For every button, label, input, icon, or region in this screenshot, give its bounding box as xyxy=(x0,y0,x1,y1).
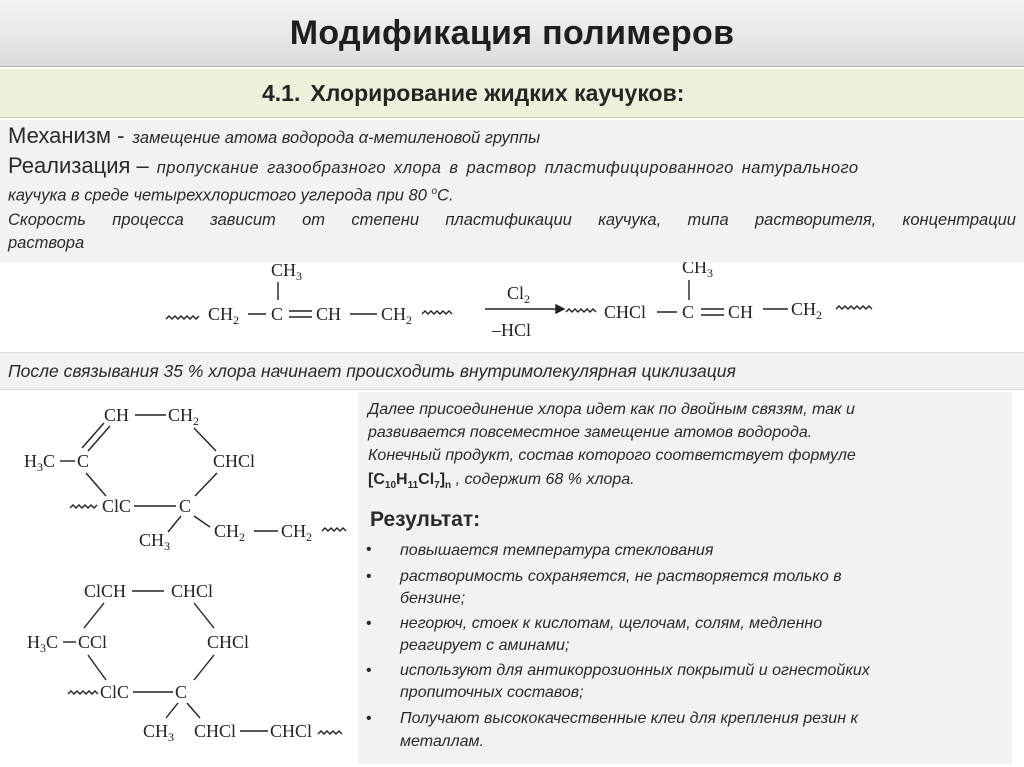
bullet-5-line-2: металлам. xyxy=(400,733,484,750)
cyclized-structures: CH CH2 H3C C CHCl ClC C CH3 CH2 CH2 ClCH… xyxy=(24,405,347,744)
polymer-chain-wavy xyxy=(67,690,99,695)
bond xyxy=(193,427,217,452)
result-heading: Результат: xyxy=(370,508,481,531)
final-formula: [C10H11Cl7]n xyxy=(368,471,452,492)
speed-line-2: раствора xyxy=(8,234,85,252)
polymer-chain-wavy xyxy=(321,527,347,532)
reactant-ch2-right: CH2 xyxy=(381,304,412,327)
reagent-cl2: Cl2 xyxy=(507,283,530,306)
product-ch2: CH2 xyxy=(791,299,822,322)
polymer-chain-wavy-left xyxy=(165,315,200,320)
chlorine-content-text: , содержит 68 % хлора. xyxy=(451,471,635,488)
bond xyxy=(87,654,107,681)
bond xyxy=(85,472,107,497)
bond xyxy=(186,702,201,719)
ring1-c-left: C xyxy=(77,451,89,471)
mechanism-line: Механизм - замещение атома водорода α-мет… xyxy=(8,123,540,149)
bullet-2-line-2: бензине; xyxy=(400,590,466,607)
ring1-chcl: CHCl xyxy=(213,451,255,471)
ring1-ch2a: CH2 xyxy=(214,521,245,544)
ring1-ch2b: CH2 xyxy=(281,521,312,544)
ring2-h3c: H3C xyxy=(27,632,58,655)
panel-text-1: Далее присоединение хлора идет как по дв… xyxy=(368,401,855,418)
ring1-h3c: H3C xyxy=(24,451,55,474)
ring2-ccl: CCl xyxy=(78,632,107,652)
double-bond-a xyxy=(87,425,111,452)
panel-text-3: Конечный продукт, состав которого соотве… xyxy=(368,447,856,464)
ring2-c-bottom: C xyxy=(175,682,187,702)
bond xyxy=(193,602,215,629)
ring2-ch3: CH3 xyxy=(143,721,174,744)
ring2-clch: ClCH xyxy=(84,581,126,601)
cyclization-bar xyxy=(0,352,1024,390)
bullet-marker: • xyxy=(366,568,372,585)
reactant-ch3: CH3 xyxy=(271,262,302,283)
slide-title: Модификация полимеров xyxy=(289,14,735,52)
realization-text-3: С. xyxy=(437,186,454,205)
mechanism-label: Механизм - xyxy=(8,123,125,148)
ring2-clc: ClC xyxy=(100,682,129,702)
bullet-4-line-2: пропиточных составов; xyxy=(400,684,584,701)
bullet-5-line-1: Получают высококачественные клеи для кре… xyxy=(400,710,858,727)
product-c: C xyxy=(682,302,694,322)
title-bar xyxy=(0,0,1024,67)
section-heading: 4.1. Хлорирование жидких каучуков: xyxy=(262,80,684,107)
bullet-marker: • xyxy=(366,541,372,558)
reagent-hcl: –HCl xyxy=(491,320,531,340)
polymer-chain-wavy xyxy=(317,730,343,735)
section-number: 4.1. xyxy=(262,80,301,106)
mechanism-text: замещение атома водорода α-метиленовой г… xyxy=(132,129,541,147)
cyclization-text: После связывания 35 % хлора начинает про… xyxy=(8,361,736,381)
panel-text-2: развивается повсеместное замещение атомо… xyxy=(368,424,813,441)
bullet-1: повышается температура стеклования xyxy=(400,542,714,559)
ring1-ch3: CH3 xyxy=(139,530,170,553)
realization-text-1: пропускание газообразного хлора в раство… xyxy=(156,159,859,177)
realization-label: Реализация – xyxy=(8,153,149,178)
reactant-ch2-left: CH2 xyxy=(208,304,239,327)
ring1-c-bottom: C xyxy=(179,496,191,516)
description-block xyxy=(0,120,1024,262)
product-ch3: CH3 xyxy=(682,262,713,280)
double-bond-b xyxy=(81,422,105,449)
ring2-chcl-top: CHCl xyxy=(171,581,213,601)
polymer-chain-wavy-right xyxy=(421,310,453,315)
ring2-chcl-right: CHCl xyxy=(207,632,249,652)
bond xyxy=(167,515,182,533)
realization-line-2: каучука в среде четыреххлористого углеро… xyxy=(8,186,454,206)
polymer-chain-wavy xyxy=(69,504,98,509)
bond xyxy=(193,515,211,528)
ring2-chcl-b: CHCl xyxy=(270,721,312,741)
section-title: Хлорирование жидких каучуков: xyxy=(310,80,685,106)
realization-line: Реализация – пропускание газообразного хл… xyxy=(8,153,859,179)
product-chcl: CHCl xyxy=(604,302,646,322)
bullet-2-line-1: растворимость сохраняется, не растворяет… xyxy=(400,568,842,585)
product-ch: CH xyxy=(728,302,753,322)
polymer-chain-wavy-left xyxy=(565,308,597,313)
bullet-marker: • xyxy=(366,662,372,679)
ring1-clc: ClC xyxy=(102,496,131,516)
panel-text-4: [C10H11Cl7]n , содержит 68 % хлора. xyxy=(368,471,635,491)
arrow-head xyxy=(555,303,566,315)
bond xyxy=(165,702,179,719)
bullet-4-line-1: используют для антикоррозионных покрытий… xyxy=(400,662,870,679)
bullet-3-line-1: негорюч, стоек к кислотам, щелочам, соля… xyxy=(400,615,823,632)
degree-sup: o xyxy=(431,186,438,197)
ring2-chcl-a: CHCl xyxy=(194,721,236,741)
bullet-marker: • xyxy=(366,615,372,632)
bullet-marker: • xyxy=(366,710,372,727)
bullet-3-line-2: реагирует с аминами; xyxy=(400,637,570,654)
bond xyxy=(194,472,218,497)
reactant-ch: CH xyxy=(316,304,341,324)
reactant-c: C xyxy=(271,304,283,324)
bond xyxy=(83,602,105,629)
polymer-chain-wavy-right xyxy=(835,305,873,310)
chlorination-reaction-scheme: CH2 C CH CH2 CH3 Cl2 –HCl CHCl C CH CH2 … xyxy=(0,262,1024,352)
speed-line-1: Скорость процесса зависит от степени пла… xyxy=(8,211,1016,229)
ring1-ch: CH xyxy=(104,405,129,425)
ring1-ch2: CH2 xyxy=(168,405,199,428)
results-panel xyxy=(358,392,1012,764)
bond xyxy=(193,654,215,681)
realization-text-2: каучука в среде четыреххлористого углеро… xyxy=(8,186,432,205)
subtitle-bar xyxy=(0,69,1024,118)
